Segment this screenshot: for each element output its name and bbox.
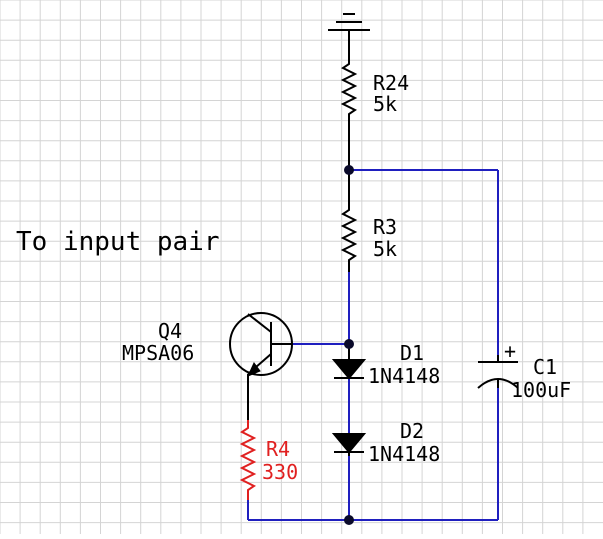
c1-polarity: + bbox=[504, 339, 516, 363]
diode-d2 bbox=[331, 433, 367, 456]
c1-value: 100uF bbox=[511, 378, 571, 402]
r3-ref: R3 bbox=[373, 215, 397, 239]
r24-value: 5k bbox=[373, 92, 397, 116]
d2-ref: D2 bbox=[400, 419, 424, 443]
c1-ref: C1 bbox=[533, 355, 557, 379]
transistor-q4 bbox=[229, 312, 293, 420]
d2-value: 1N4148 bbox=[368, 442, 440, 466]
r24-ref: R24 bbox=[373, 71, 409, 95]
wires bbox=[247, 169, 499, 521]
ground-icon bbox=[328, 13, 370, 31]
capacitor-c1 bbox=[477, 355, 519, 389]
resistor-r3 bbox=[340, 170, 358, 272]
r3-value: 5k bbox=[373, 237, 397, 261]
q4-ref: Q4 bbox=[158, 319, 182, 343]
q4-value: MPSA06 bbox=[122, 341, 194, 365]
r4-value: 330 bbox=[262, 460, 298, 484]
net-label-input-pair: To input pair bbox=[16, 227, 220, 257]
resistor-r4 bbox=[239, 420, 257, 500]
resistor-r24 bbox=[340, 30, 358, 170]
d1-value: 1N4148 bbox=[368, 364, 440, 388]
diode-d1 bbox=[331, 348, 367, 380]
junctions bbox=[344, 165, 354, 525]
d1-ref: D1 bbox=[400, 341, 424, 365]
junction-dot bbox=[344, 515, 354, 525]
r4-ref: R4 bbox=[266, 437, 290, 461]
junction-dot bbox=[344, 165, 354, 175]
junction-dot bbox=[344, 339, 354, 349]
